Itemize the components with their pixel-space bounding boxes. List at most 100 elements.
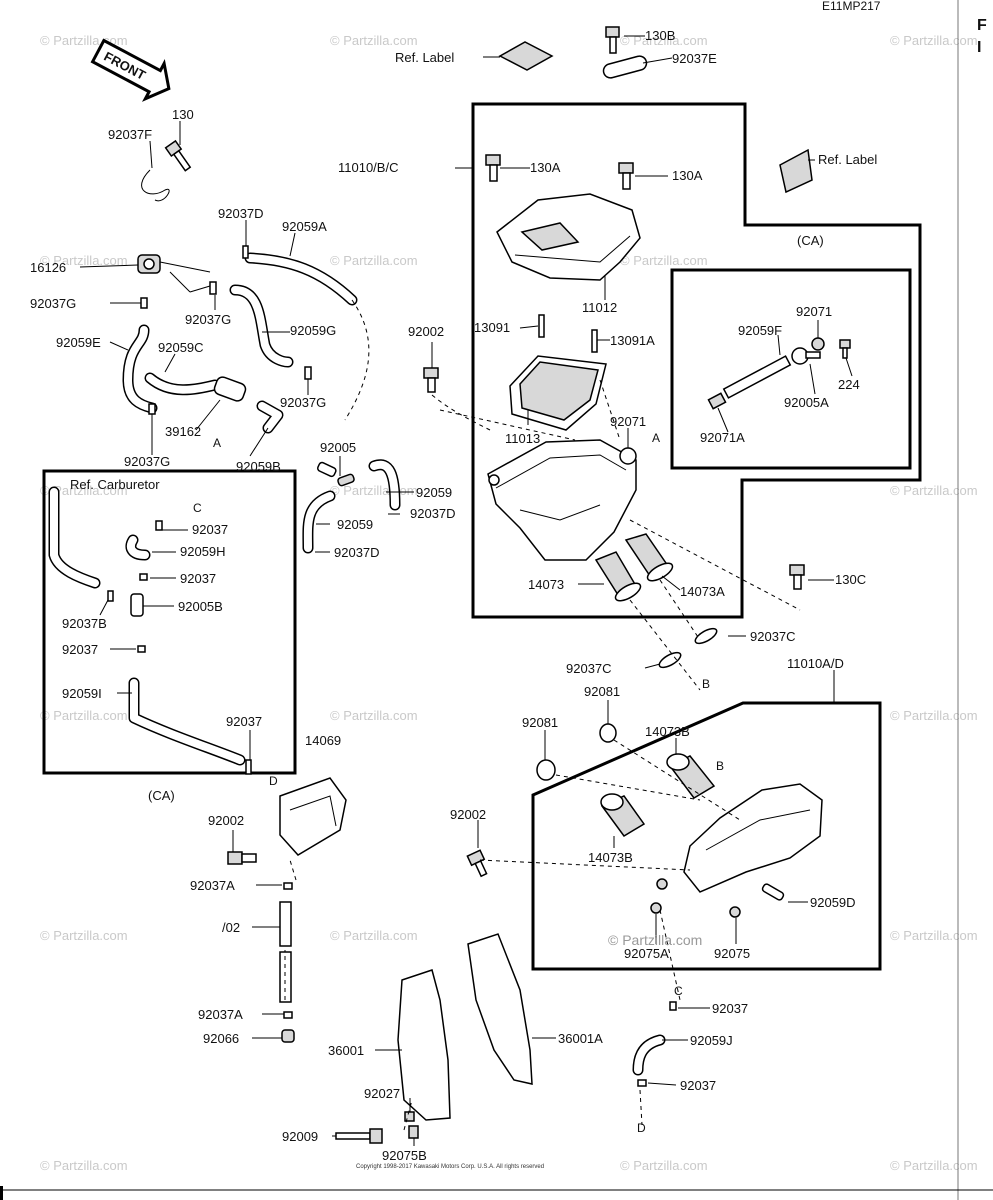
hose-92059D [761,883,785,901]
part-labels: Ref. Label 130B 92037E 130 92037F 92037D… [30,28,877,1163]
region-frame-ca-top [670,268,912,470]
part-number-label: 92059I [62,686,102,701]
part-number-label: 92005B [178,599,223,614]
part-number-label: 11010A/D [787,656,844,671]
air-filter-11013 [509,355,607,431]
ref-label-text: Ref. Carburetor [70,477,160,492]
hose-92059B [256,400,284,434]
part-number-label: 92002 [408,324,444,339]
grommet-92071A [707,392,727,410]
ref-label-sticker [779,148,813,194]
watermark: © Partzilla.com [330,253,418,268]
duct-14073 [594,551,642,602]
part-number-label: 92037 [680,1078,716,1093]
part-number-label: 92037 [226,714,262,729]
clip-92037G [304,366,312,380]
grommet [488,474,500,486]
part-number-label: 92037F [108,127,152,142]
part-number-label: 92081 [584,684,620,699]
watermark: © Partzilla.com [40,1158,128,1173]
cover-36001A [467,933,533,1085]
region-label: (CA) [148,788,175,803]
part-number-label: 92059 [416,485,452,500]
part-number-label: 92005A [784,395,829,410]
watermark: © Partzilla.com [620,253,708,268]
part-number-label: 224 [838,377,860,392]
front-arrow: FRONT [90,38,171,102]
part-number-label: 92059J [690,1033,733,1048]
hose-92059H [125,534,151,561]
hose-92059G [229,284,294,368]
part-number-label: 92071 [610,414,646,429]
bolt-130 [164,139,192,172]
ref-label-text: Ref. Label [395,50,454,65]
clip-92037 [137,645,146,653]
bolt-92002 [423,367,439,393]
ring-92081 [536,759,556,781]
part-number-label: 130B [645,28,675,43]
part-number-label: 92037 [180,571,216,586]
hose-92059E [122,324,158,414]
part-number-label: 11012 [582,300,617,315]
bolt-130A [485,154,501,182]
watermark: © Partzilla.com [620,33,708,48]
connector-c: C [674,984,683,998]
part-number-label: 92002 [208,813,244,828]
clip-92037A [283,1011,293,1019]
part-number-label: 92059D [810,895,856,910]
part-number-label: 92059C [158,340,204,355]
watermark: © Partzilla.com [330,33,418,48]
part-number-label: 11010/B/C [338,160,398,175]
ref-label-text: Ref. Label [818,152,877,167]
part-number-label: 92037 [62,642,98,657]
connector-a: A [213,436,221,450]
part-number-label: 11013 [505,431,540,446]
watermark: © Partzilla.com [40,708,128,723]
part-number-label: 130A [530,160,561,175]
part-number-label: 92059 [337,517,373,532]
hose-92059F [722,355,792,399]
clip-92037A [283,882,293,890]
clamp-92037E [602,55,648,79]
part-number-label: 92037G [280,395,326,410]
part-number-label: 92037D [334,545,380,560]
clip-92037 [669,1001,677,1011]
connector-b: B [702,677,710,691]
fitting-92005A [791,347,821,365]
part-number-label: 92005 [320,440,356,455]
part-number-label: 92071 [796,304,832,319]
part-number-label: 92059A [282,219,327,234]
part-number-label: 92037G [185,312,231,327]
part-number-label: 92037D [410,506,456,521]
part-number-label: 92059B [236,459,281,474]
bolt-130B [605,26,620,54]
clip-92037D [242,245,249,259]
nut [656,878,668,890]
airbox-11010AD [683,783,823,893]
leader-lines [79,35,853,1146]
part-number-label: 92037D [218,206,264,221]
part-number-label: 92037C [750,629,796,644]
watermark: © Partzilla.com [890,1158,978,1173]
nut-92075 [729,906,741,918]
clip-92037F [141,169,170,202]
diagram-code: E11MP217 [822,0,881,13]
region-frame-carburetor [42,469,297,775]
duct-14073B [666,753,716,799]
connector-c: C [193,501,202,515]
watermark: © Partzilla.com [890,33,978,48]
hose-92059C [144,372,221,396]
part-number-label: 92037G [124,454,170,469]
airbox-cover-11012 [496,193,641,281]
clip-13091A [591,329,598,353]
part-number-label: 92075 [714,946,750,961]
hose-702 [279,901,292,947]
part-number-label: 92027 [364,1086,400,1101]
screw-224 [839,339,851,359]
connector-b: B [716,759,724,773]
part-number-label: 92075A [624,946,669,961]
fitting-92005 [316,461,355,487]
watermark: © Partzilla.com [40,483,128,498]
watermark: © Partzilla.com [40,253,128,268]
part-number-label: 92037E [672,51,717,66]
